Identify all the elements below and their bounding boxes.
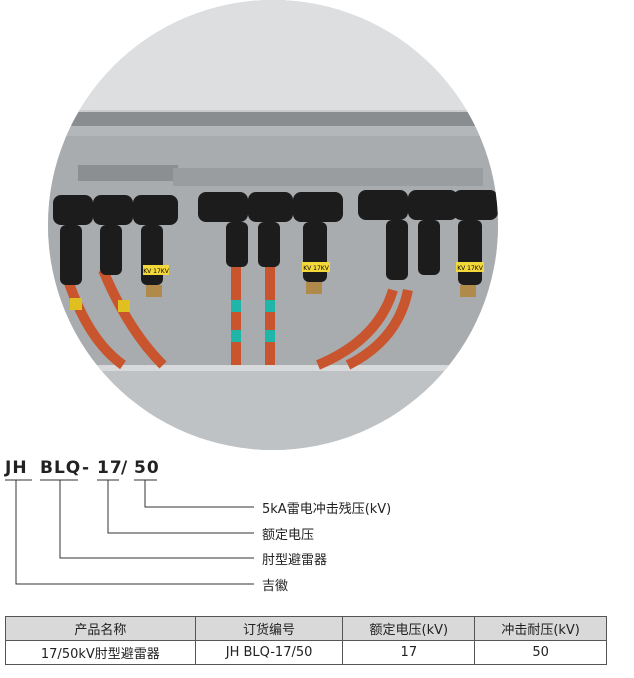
spec-table: 产品名称 订货编号 额定电压(kV) 冲击耐压(kV) 17/50kV肘型避雷器… xyxy=(5,616,607,665)
model-part-blq: BLQ xyxy=(40,458,82,478)
photo-label-3: KV 17KV xyxy=(457,265,484,272)
model-part-dash: - xyxy=(82,458,91,478)
cell-product-name: 17/50kV肘型避雷器 xyxy=(5,640,196,665)
photo-label-1: KV 17KV xyxy=(143,268,170,275)
photo-label-2: KV 17KV xyxy=(303,265,330,272)
legend-brand: 吉徽 xyxy=(262,579,289,594)
leader-lines xyxy=(5,479,254,585)
arrester-photo-illustration: KV 17KV KV 17KV KV 17KV xyxy=(48,0,498,450)
legend-elbow-arrester: 肘型避雷器 xyxy=(262,553,328,568)
cell-impulse-withstand: 50 xyxy=(474,640,607,665)
cell-order-number: JH BLQ-17/50 xyxy=(194,640,344,665)
header-rated-voltage: 额定电压(kV) xyxy=(342,616,476,641)
cell-rated-voltage: 17 xyxy=(342,640,476,665)
header-order-number: 订货编号 xyxy=(194,616,344,641)
model-part-17: 17 xyxy=(97,458,123,478)
header-product-name: 产品名称 xyxy=(5,616,196,641)
header-impulse-withstand: 冲击耐压(kV) xyxy=(474,616,607,641)
table-header-row: 产品名称 订货编号 额定电压(kV) 冲击耐压(kV) xyxy=(5,616,607,641)
model-part-50: 50 xyxy=(134,458,160,478)
legend-residual-voltage: 5kA雷电冲击残压(kV) xyxy=(262,502,392,517)
legend-rated-voltage: 额定电压 xyxy=(262,528,315,543)
model-part-jh: JH xyxy=(5,458,28,478)
table-row: 17/50kV肘型避雷器 JH BLQ-17/50 17 50 xyxy=(5,640,607,665)
product-photo: KV 17KV KV 17KV KV 17KV xyxy=(48,0,498,450)
model-part-slash: / xyxy=(121,458,129,478)
